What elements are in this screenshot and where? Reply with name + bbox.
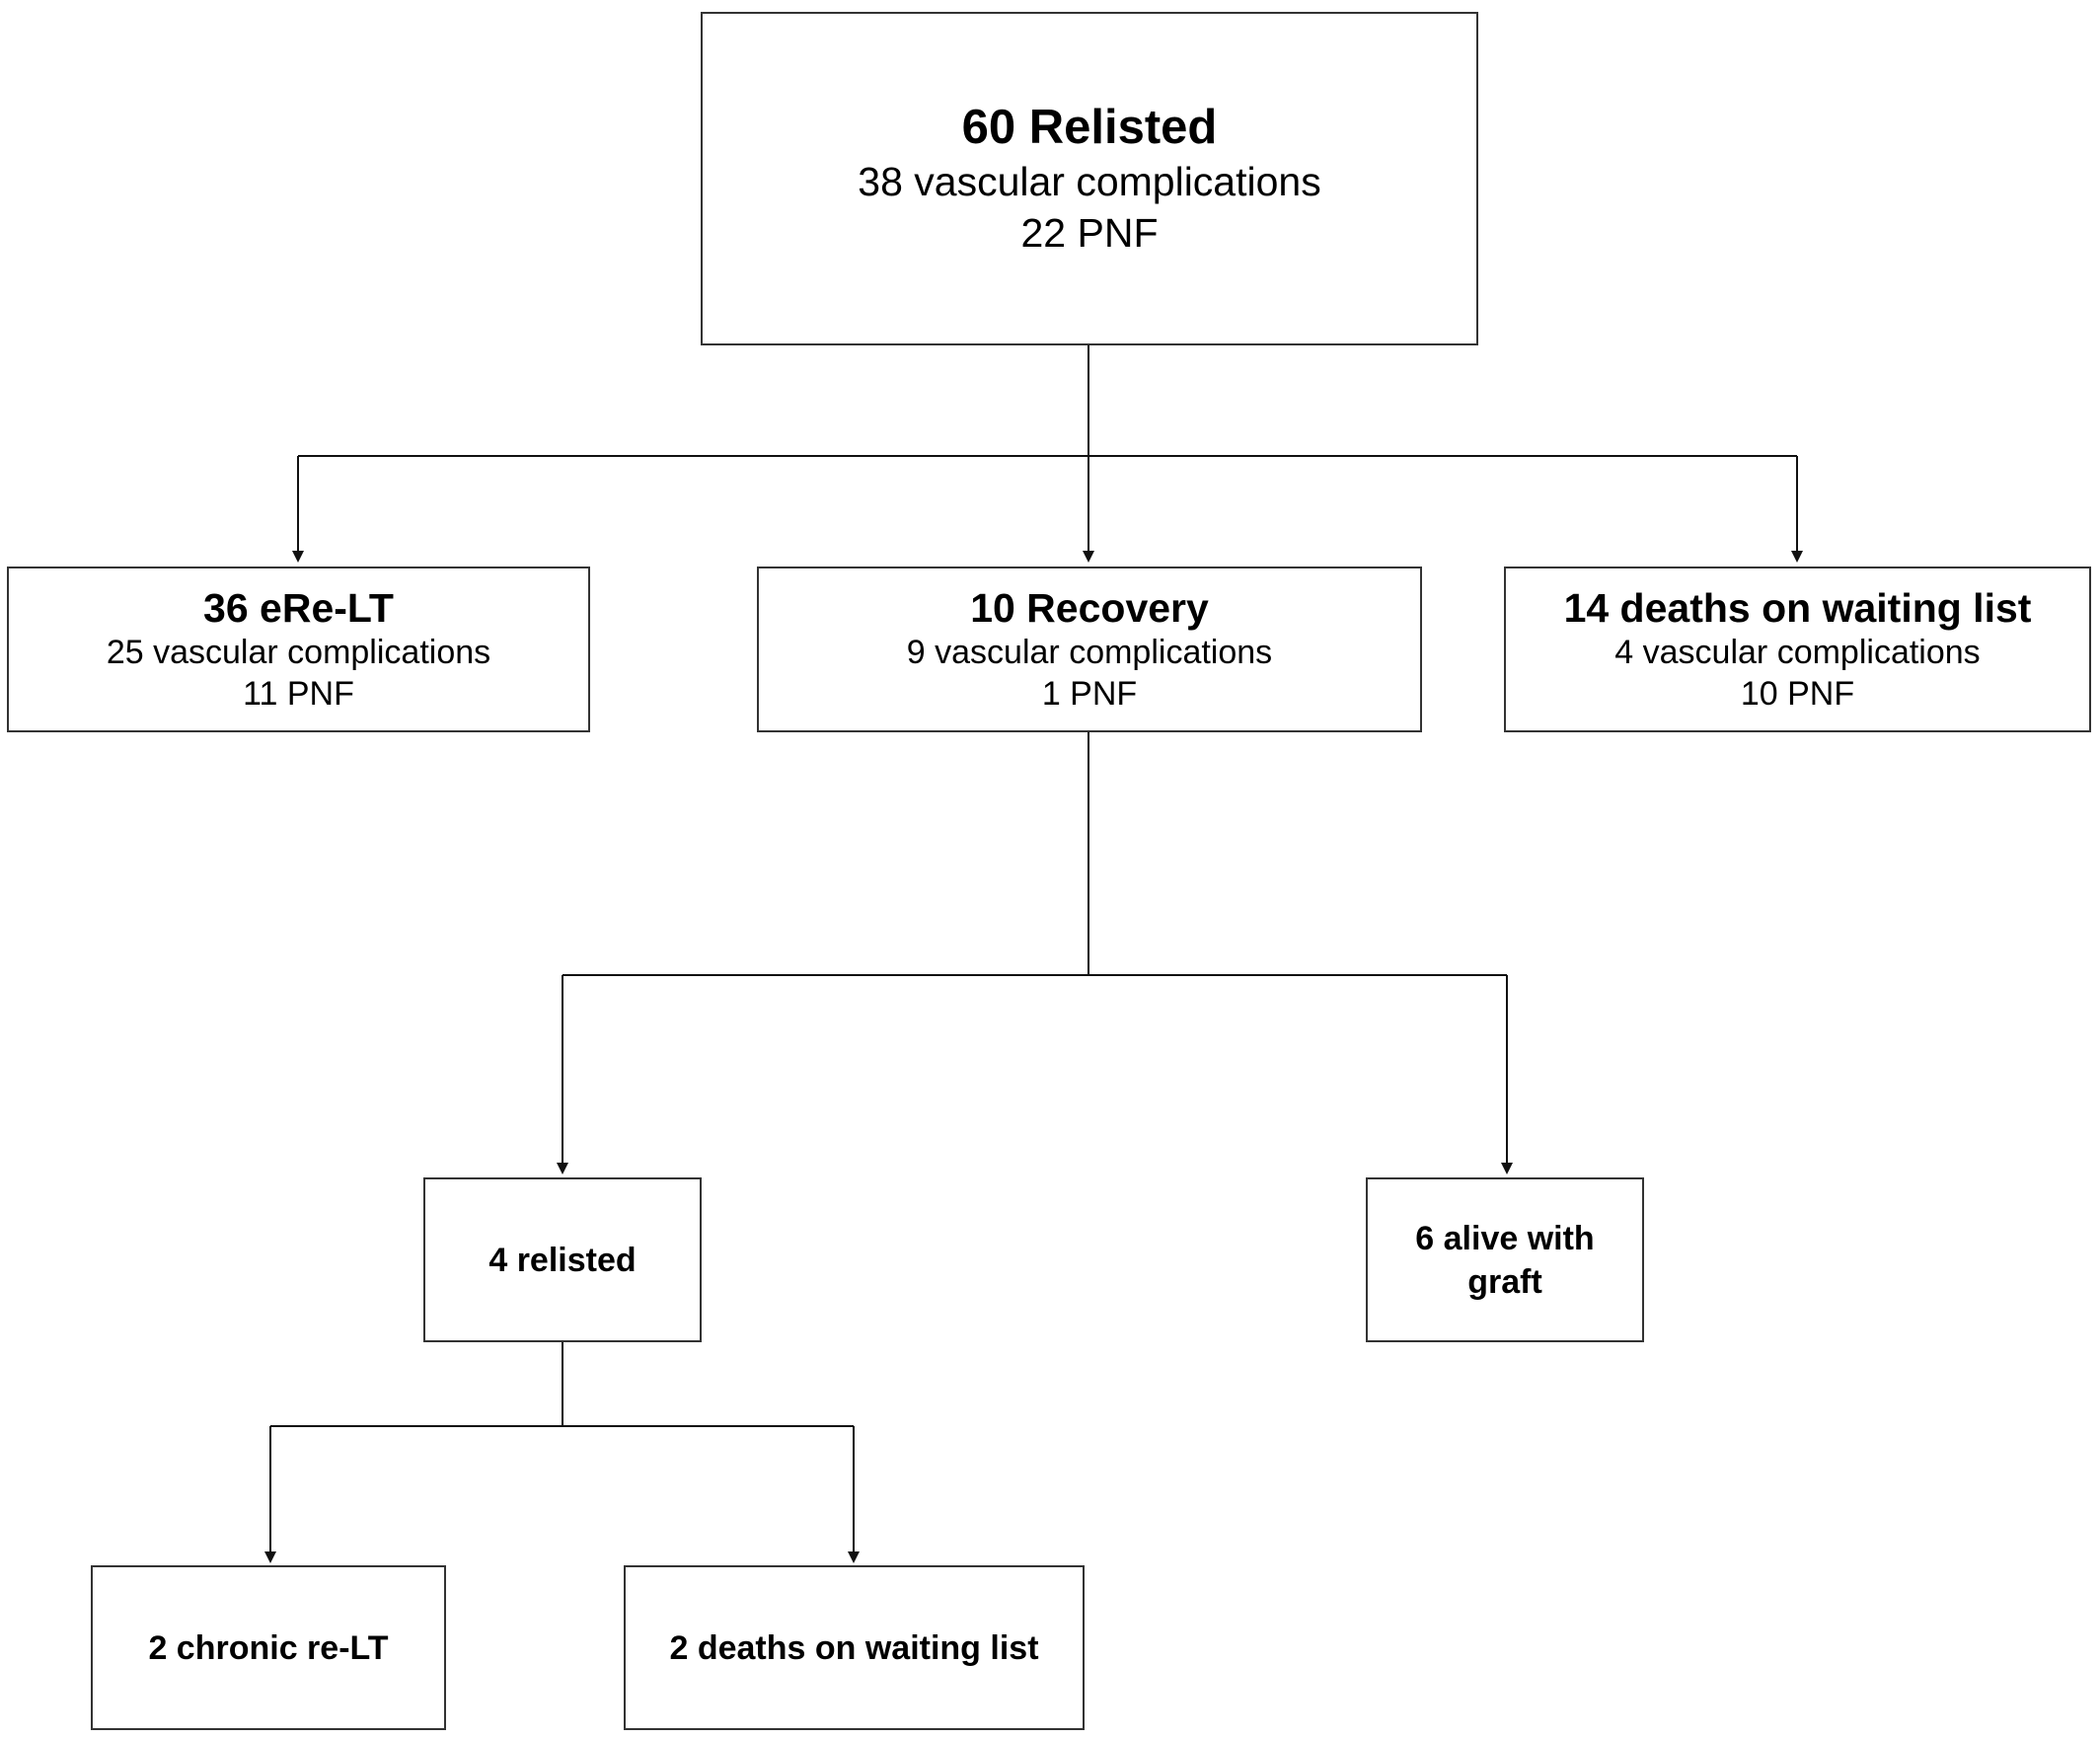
node-recovery-line-2: 1 PNF xyxy=(1041,675,1138,713)
node-chronic-title: 2 chronic re-LT xyxy=(148,1628,389,1667)
node-root-title: 60 Relisted xyxy=(961,101,1218,154)
node-ere-lt: 36 eRe-LT 25 vascular complications 11 P… xyxy=(7,567,590,732)
node-alive-title: 6 alive with graft xyxy=(1415,1219,1595,1301)
node-deaths-line-2: 10 PNF xyxy=(1740,675,1855,713)
node-deaths2-title: 2 deaths on waiting list xyxy=(669,1628,1039,1667)
node-deaths-title: 14 deaths on waiting list xyxy=(1563,585,2032,631)
node-recovery-title: 10 Recovery xyxy=(970,585,1209,631)
node-deaths-waiting-list: 14 deaths on waiting list 4 vascular com… xyxy=(1504,567,2091,732)
node-ere-lt-title: 36 eRe-LT xyxy=(203,585,394,631)
node-deaths-waiting-list-2: 2 deaths on waiting list xyxy=(624,1565,1085,1730)
node-ere-lt-line-2: 11 PNF xyxy=(243,675,354,713)
node-root: 60 Relisted 38 vascular complications 22… xyxy=(701,12,1478,345)
node-root-line-1: 38 vascular complications xyxy=(858,159,1321,204)
node-ere-lt-line-1: 25 vascular complications xyxy=(106,634,491,671)
node-root-line-2: 22 PNF xyxy=(1020,210,1159,256)
node-relisted-4: 4 relisted xyxy=(423,1177,702,1342)
node-alive-with-graft: 6 alive with graft xyxy=(1366,1177,1644,1342)
node-recovery: 10 Recovery 9 vascular complications 1 P… xyxy=(757,567,1422,732)
node-chronic-re-lt: 2 chronic re-LT xyxy=(91,1565,446,1730)
node-recovery-line-1: 9 vascular complications xyxy=(906,634,1273,671)
node-relisted-4-title: 4 relisted xyxy=(488,1241,637,1279)
node-deaths-line-1: 4 vascular complications xyxy=(1614,634,1981,671)
